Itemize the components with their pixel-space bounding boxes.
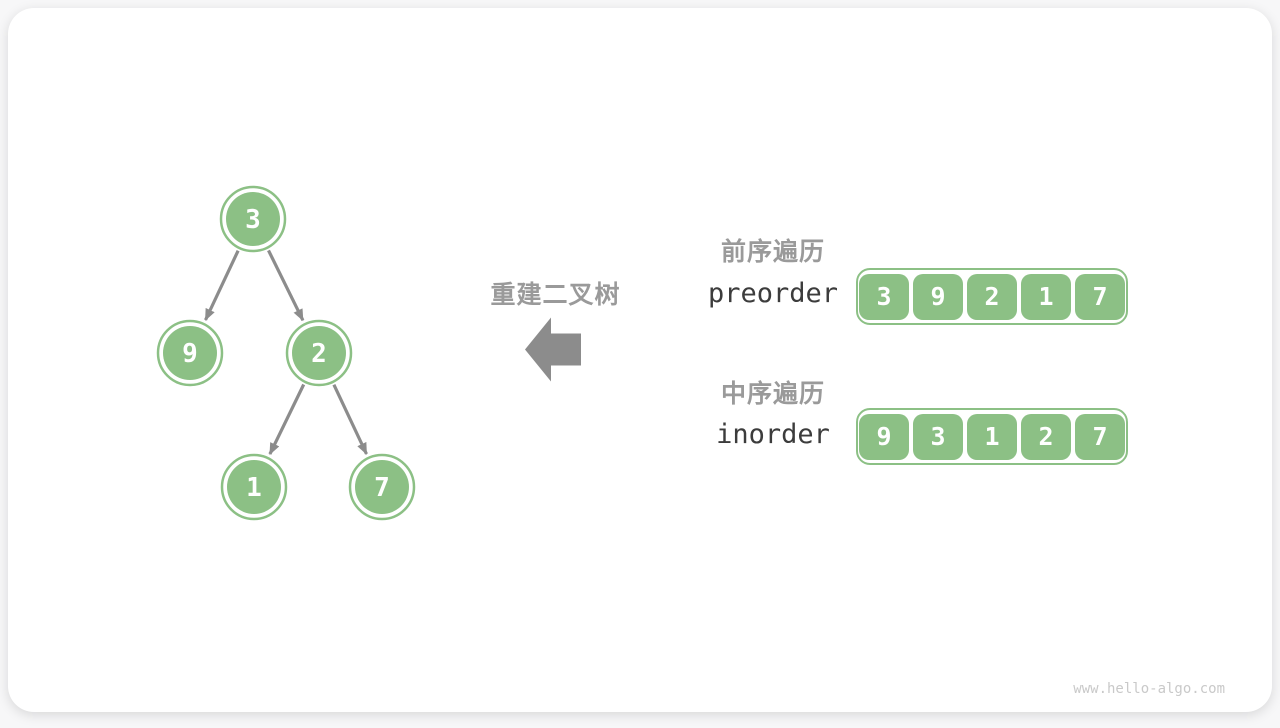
tree-node-1: 1 [220, 453, 288, 521]
tree-node-2: 2 [285, 319, 353, 387]
figure-card: 3 9 2 1 7 重建二叉树 前序遍历 preorder 3 9 [8, 8, 1272, 712]
array-cell: 1 [1021, 273, 1071, 320]
array-cell: 3 [913, 413, 963, 460]
left-block-arrow-icon [525, 317, 581, 382]
node-value: 2 [311, 339, 327, 369]
node-disc [227, 460, 281, 514]
rebuild-tree-label: 重建二叉树 [490, 281, 621, 309]
inorder-name: inorder [716, 419, 830, 450]
array-cell: 7 [1075, 413, 1125, 460]
array-cell: 1 [967, 413, 1017, 460]
tree-edge-3-9 [204, 250, 240, 321]
node-value: 7 [374, 473, 390, 503]
tree-edge-3-2 [267, 249, 305, 322]
tree-node-9: 9 [156, 319, 224, 387]
node-disc [355, 460, 409, 514]
array-cell: 9 [859, 413, 909, 460]
node-value: 3 [245, 205, 261, 235]
node-disc [163, 326, 217, 380]
preorder-title-zh: 前序遍历 [720, 238, 825, 266]
array-cell: 7 [1075, 273, 1125, 320]
binary-tree-diagram: 3 9 2 1 7 [156, 185, 581, 521]
array-cell: 9 [913, 273, 963, 320]
node-disc [292, 326, 346, 380]
node-disc [226, 192, 280, 246]
inorder-array: 9 3 1 2 7 [856, 408, 1128, 465]
watermark: www.hello-algo.com [1073, 681, 1225, 697]
array-cell: 3 [859, 273, 909, 320]
tree-node-7: 7 [348, 453, 416, 521]
inorder-title-zh: 中序遍历 [720, 380, 825, 408]
tree-node-3: 3 [219, 185, 287, 253]
node-value: 1 [246, 473, 262, 503]
preorder-array: 3 9 2 1 7 [856, 268, 1128, 325]
array-cell: 2 [967, 273, 1017, 320]
array-cell: 2 [1021, 413, 1071, 460]
preorder-name: preorder [707, 278, 839, 309]
node-value: 9 [182, 339, 198, 369]
tree-edges [204, 249, 368, 455]
tree-edge-2-1 [268, 383, 306, 455]
tree-edge-2-7 [332, 384, 368, 455]
